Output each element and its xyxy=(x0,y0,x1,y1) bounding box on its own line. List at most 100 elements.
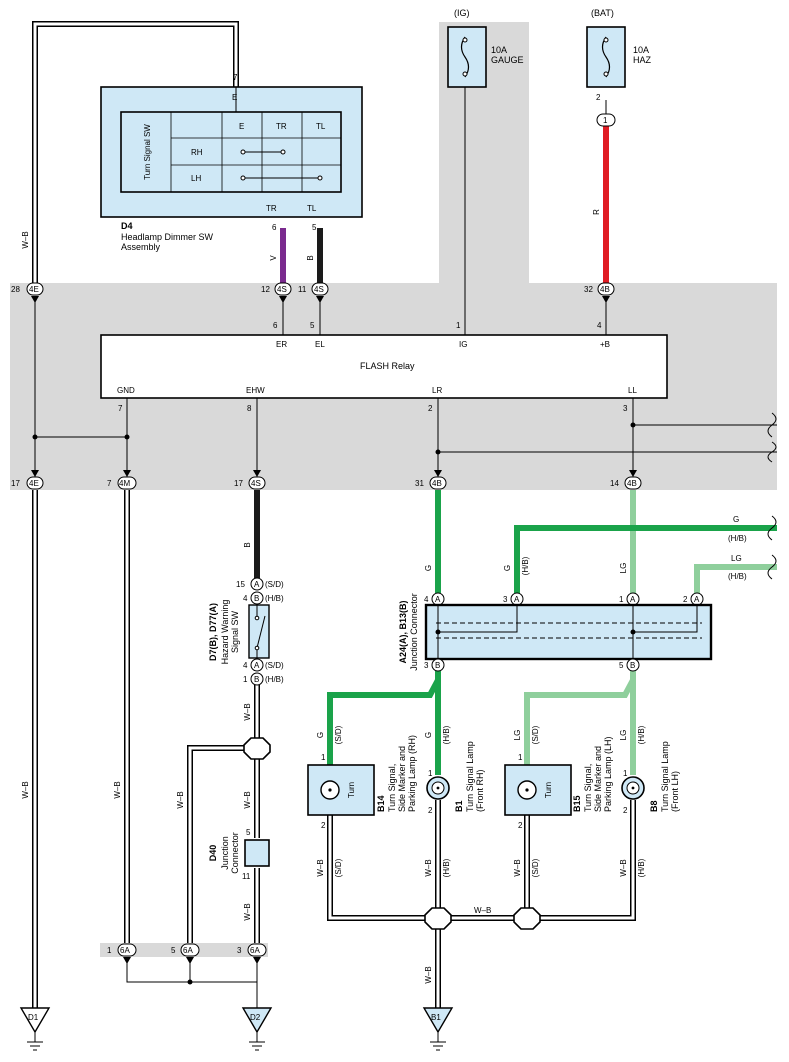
junction-connector: A 4 A 3 A 1 A 2 B 3 xyxy=(398,592,713,672)
label-lamps-p2: 2 xyxy=(321,821,326,830)
jc-pin3: A 3 xyxy=(503,592,524,606)
label-hazard-p4a: 4 xyxy=(243,594,248,603)
label-relay-p-lr: LR xyxy=(432,386,442,395)
wire-label-sd-b15b: (S/D) xyxy=(531,858,540,877)
relay-title: FLASH Relay xyxy=(360,361,415,371)
label-connectors-c17a: 17 xyxy=(11,479,20,488)
d4-col-e: E xyxy=(239,122,244,131)
label-relay-n1: 1 xyxy=(456,321,461,330)
wires xyxy=(32,21,777,1008)
wire-label-hb-right1: (H/B) xyxy=(728,534,747,543)
fuse-ig-amp: 10A xyxy=(491,45,507,55)
wire-label-lg-right: LG xyxy=(731,554,742,563)
jc-pin4: A 4 xyxy=(424,592,445,606)
wire-label-wb-b14: W–B xyxy=(316,859,325,876)
d4-name1: Headlamp Dimmer SW xyxy=(121,232,214,242)
label-connectors-c4s: 4S xyxy=(277,285,287,294)
label-lamps-p1: 1 xyxy=(518,753,523,762)
bat-label: (BAT) xyxy=(591,8,614,18)
wire-label-b: B xyxy=(306,255,315,260)
wire-label-wb-b1gnd: W–B xyxy=(424,966,433,983)
wire-label-lg-main: LG xyxy=(619,563,628,574)
wire-label-sd-b14: (S/D) xyxy=(334,725,343,744)
wire-label-g-right: G xyxy=(733,515,739,524)
switch-d4: 7 E E TR TL RH LH Turn Signal SW TR TL 6… xyxy=(100,73,363,252)
label-connectors-c4s: 4S xyxy=(314,285,324,294)
connectors-6a: 6A 1 6A 5 6A 3 xyxy=(107,943,267,964)
label-junction-p2: 2 xyxy=(683,595,688,604)
label-junction-p3b: 3 xyxy=(424,661,429,670)
label-relay-p-b: +B xyxy=(600,340,610,349)
label-connectors-c6a: 6A xyxy=(250,946,260,955)
b15-code: B15 xyxy=(572,795,582,812)
d4-pin7: 7 xyxy=(233,73,238,82)
connector-4s-er: 4S 12 xyxy=(261,282,292,303)
d4-e-label: E xyxy=(232,93,237,102)
junction-name: Junction Connector xyxy=(409,593,419,671)
label-hazard-a: A xyxy=(254,580,260,589)
fuse-bat-amp: 10A xyxy=(633,45,649,55)
fuse-bat-pin: 2 xyxy=(596,93,601,102)
d4-row-rh: RH xyxy=(191,148,203,157)
flash-relay: FLASH Relay 6 5 1 4 ER EL IG +B GND EHW … xyxy=(100,321,668,413)
wire-label-g-b14: G xyxy=(316,732,325,738)
b14-code: B14 xyxy=(376,795,386,812)
label-lamps-p1: 1 xyxy=(428,769,433,778)
label-hazard-b: B xyxy=(435,661,440,670)
wire-label-sd-b14b: (S/D) xyxy=(334,858,343,877)
label-grounds-b1: B1 xyxy=(431,1013,441,1022)
b15-line2: Side Marker and xyxy=(593,746,603,812)
label-connectors-c4e: 4E xyxy=(29,285,39,294)
wire-label-sd-b15: (S/D) xyxy=(531,725,540,744)
label-d40-p5: 5 xyxy=(246,828,251,837)
label-connectors-c17b: 17 xyxy=(234,479,243,488)
wire-label-hb-b8b: (H/B) xyxy=(637,858,646,877)
wire-label-hb-b8: (H/B) xyxy=(637,725,646,744)
label-hazard-p1: 1 xyxy=(243,675,248,684)
d4-table-title: Turn Signal SW xyxy=(143,124,152,180)
d4-pin6: 6 xyxy=(272,223,277,232)
label-hazard-a: A xyxy=(514,595,520,604)
wire-label-wb-b15: W–B xyxy=(513,859,522,876)
connector-6a-1: 6A 1 xyxy=(107,943,137,964)
jc-pin3b: B 3 xyxy=(424,658,445,672)
fuse-bat-name: HAZ xyxy=(633,55,652,65)
label-hazard-b: B xyxy=(254,675,259,684)
label-connectors-c14: 14 xyxy=(610,479,619,488)
label-lamps-p2: 2 xyxy=(518,821,523,830)
junction-code: A24(A), B13(B) xyxy=(398,600,408,663)
d4-tl-label: TL xyxy=(307,204,317,213)
label-wires-sd: (S/D) xyxy=(265,580,284,589)
hazard-name2: Signal SW xyxy=(230,610,240,653)
label-hazard-b: B xyxy=(630,661,635,670)
label-connectors-c7: 7 xyxy=(107,479,112,488)
label-junction-p3: 3 xyxy=(503,595,508,604)
b15-line3: Parking Lamp (LH) xyxy=(603,736,613,812)
d4-name2: Assembly xyxy=(121,242,161,252)
wire-label-r: R xyxy=(592,209,601,215)
wire-label-wb-b8: W–B xyxy=(619,859,628,876)
label-lamps-p1: 1 xyxy=(623,769,628,778)
lamp-b15: Turn 1 2 B15 Turn Signal, Side Marker an… xyxy=(504,736,613,830)
wire-label-b-hazard: B xyxy=(243,542,252,547)
wire-label-g-main: G xyxy=(424,565,433,571)
label-connectors-c31: 31 xyxy=(415,479,424,488)
wire-label-hb-1: (H/B) xyxy=(521,556,530,575)
d4-code: D4 xyxy=(121,221,133,231)
connector-6a-5: 6A 5 xyxy=(171,943,200,964)
hazard-pin1: B 1 (H/B) xyxy=(243,672,284,686)
wire-labels: W–B V B R B G G (H/B) LG G (H/B) LG (H/B… xyxy=(21,209,747,984)
wire-label-wb-left: W–B xyxy=(21,781,30,798)
label-lamps-turn: Turn xyxy=(544,782,553,798)
d4-pin5: 5 xyxy=(312,223,317,232)
label-grounds-d1: D1 xyxy=(28,1013,39,1022)
hazard-code: D7(B), D77(A) xyxy=(208,603,218,661)
lamp-b1: 1 2 B1 Turn Signal Lamp (Front RH) xyxy=(426,741,485,815)
label-connectors-c4s: 4S xyxy=(251,479,261,488)
b14-line2: Side Marker and xyxy=(397,746,407,812)
label-connectors-c32: 32 xyxy=(584,285,593,294)
label-connectors-c4b: 4B xyxy=(627,479,637,488)
connector-4b-lr: 4B 31 xyxy=(415,470,447,490)
connector-4m: 4M 7 xyxy=(107,470,137,490)
